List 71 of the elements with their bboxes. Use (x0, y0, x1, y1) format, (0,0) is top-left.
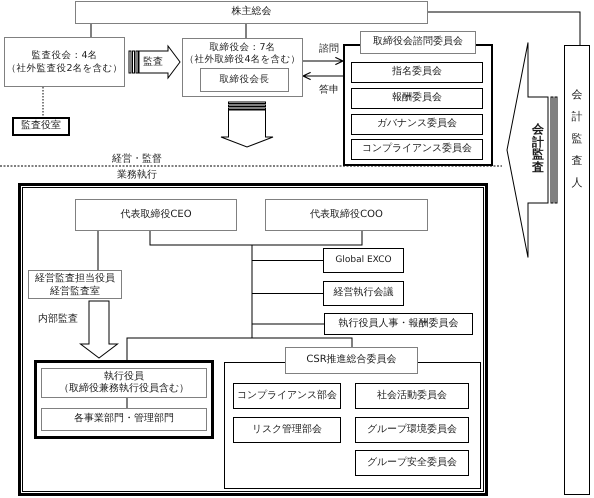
org-box (351, 62, 483, 83)
unit-name: 経営監査室 (50, 284, 100, 298)
org-box (355, 383, 469, 409)
unit-name: 株主総会 (232, 6, 272, 19)
edge-label: 会計監査 (532, 123, 544, 173)
org-box (41, 408, 207, 431)
unit-name: グループ環境委員会 (367, 424, 457, 436)
unit-name: 取締役会：7名 (209, 42, 276, 54)
section-label: 業務執行 (117, 170, 157, 180)
org-box (182, 38, 303, 97)
unit-name: 執行役員 (104, 371, 144, 382)
unit-name: （取締役兼務執行役員含む） (59, 383, 189, 395)
org-box (564, 45, 590, 495)
edge-label: 答申 (319, 84, 339, 96)
unit-name: 監査役会：4名 (31, 49, 98, 62)
unit-name: 経営監査担当役員 (35, 272, 115, 284)
edge-label: 内部監査 (38, 314, 78, 324)
org-box (351, 139, 483, 160)
org-box (323, 248, 404, 273)
unit-name: コンプライアンス委員会 (362, 143, 472, 156)
unit-name: 指名委員会 (392, 66, 442, 79)
org-box (355, 450, 469, 476)
unit-name: 執行役員人事・報酬委員会 (338, 318, 458, 330)
unit-name: 代表取締役COO (310, 208, 383, 222)
edge-label: 諮問 (319, 44, 339, 54)
org-box (351, 114, 483, 135)
unit-name: 各事業部門・管理部門 (74, 413, 174, 426)
org-box (75, 199, 237, 231)
edge-label: 監査 (143, 56, 163, 68)
section-label: 経営・監督 (112, 154, 162, 164)
org-box (355, 417, 469, 443)
unit-name: （社外監査役2名を含む） (6, 62, 123, 75)
connector-line (252, 230, 362, 348)
unit-name: 社会活動委員会 (377, 390, 447, 402)
unit-name: コンプライアンス部会 (237, 390, 337, 402)
connector-line (126, 398, 128, 408)
block-arrow (79, 300, 119, 359)
unit-name: ガバナンス委員会 (377, 118, 457, 131)
org-box (75, 1, 428, 24)
org-box (323, 281, 404, 306)
org-box (28, 270, 122, 299)
org-box (4, 37, 125, 87)
unit-name: 報酬委員会 (392, 92, 442, 105)
connector-line (90, 24, 92, 38)
dotted-line (42, 86, 44, 118)
org-box (12, 117, 70, 136)
unit-name: 監査役室 (21, 120, 61, 133)
unit-name: Global EXCO (335, 254, 392, 266)
unit-name: 代表取締役CEO (120, 208, 192, 222)
unit-name: （社外取締役4名を含む） (184, 54, 301, 66)
org-box (324, 313, 473, 335)
block-arrow (220, 102, 274, 148)
group-frame (34, 360, 214, 439)
frame-heading: 取締役会諮問委員会 (360, 31, 476, 54)
block-arrow (506, 42, 558, 258)
frame-heading: CSR推進総合委員会 (285, 347, 418, 374)
arrow (302, 56, 344, 66)
double-frame (18, 183, 488, 496)
org-box (265, 199, 428, 231)
org-box (233, 417, 341, 443)
unit-name: 取締役会長 (220, 74, 270, 86)
org-box (41, 368, 207, 398)
unit-name: 会計監査人 (571, 87, 583, 191)
connector-line (428, 12, 580, 46)
org-box (200, 68, 289, 92)
unit-name: グループ安全委員会 (367, 456, 457, 470)
org-box (351, 88, 483, 109)
arrow (302, 72, 344, 80)
unit-name: リスク管理部会 (252, 424, 322, 436)
unit-name: 経営執行会議 (334, 287, 394, 300)
org-box (233, 383, 341, 409)
